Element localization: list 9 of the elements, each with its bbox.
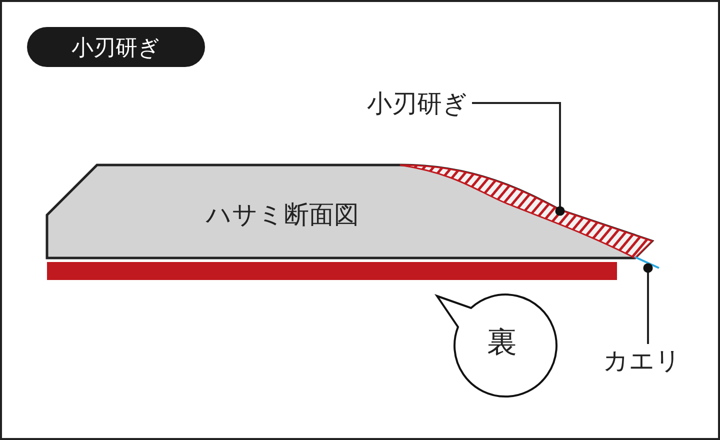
part-label: カエリ [603, 345, 681, 377]
bubble-text: 裏 [487, 324, 517, 362]
title-text: 小刃研ぎ [70, 35, 162, 63]
leader-line [643, 263, 653, 344]
section-title: ハサミ断面図 [206, 199, 359, 231]
back-face-bar [47, 262, 617, 280]
part-label: 小刃研ぎ [367, 88, 468, 120]
title-badge [27, 27, 205, 67]
leader-line [472, 102, 565, 216]
